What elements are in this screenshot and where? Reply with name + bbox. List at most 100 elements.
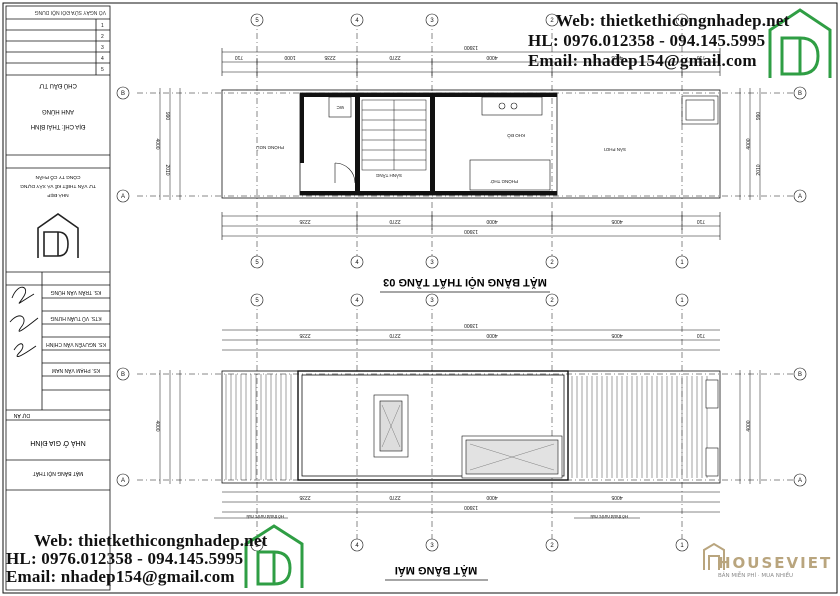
owner-address: ĐỊA CHỈ: THÁI BÌNH (31, 123, 86, 130)
svg-text:2: 2 (550, 18, 554, 24)
svg-text:3: 3 (430, 18, 434, 24)
top-plan-dims: 13900 710 1000 2235 2270 4000 4005 710 1… (154, 44, 762, 234)
svg-text:1000: 1000 (284, 54, 295, 60)
houseviet-brand: HOUSEVIET BẢN MIỄN PHÍ · MUA NHIỀU (682, 550, 832, 590)
svg-text:710: 710 (697, 218, 706, 224)
svg-text:A: A (798, 478, 802, 484)
svg-text:B: B (121, 91, 125, 97)
svg-text:990: 990 (164, 112, 170, 121)
top-plan: 13900 710 1000 2235 2270 4000 4005 710 1… (116, 13, 807, 293)
bottom-plan-title: MẶT BẰNG MÁI (395, 564, 478, 577)
svg-text:SẢNH TẦNG: SẢNH TẦNG (375, 173, 402, 179)
svg-text:2235: 2235 (324, 54, 335, 60)
room-labels-top: WC PHÒNG NGỦ SẢNH TẦNG KHO ĐỒ PHÒNG THỜ … (256, 105, 626, 185)
svg-text:B: B (121, 372, 125, 378)
watermark-web: Web: thietkethicongnhadep.net (556, 11, 790, 30)
svg-text:4000: 4000 (486, 332, 497, 338)
svg-text:A: A (121, 194, 125, 200)
svg-text:4005: 4005 (611, 332, 622, 338)
svg-text:2010: 2010 (756, 164, 762, 175)
svg-text:1: 1 (680, 260, 684, 266)
svg-text:A: A (798, 194, 802, 200)
svg-text:5: 5 (255, 298, 259, 304)
svg-text:PHÒNG NGỦ: PHÒNG NGỦ (256, 145, 284, 151)
svg-text:4: 4 (355, 260, 359, 266)
svg-text:4: 4 (355, 298, 359, 304)
bottom-plan: 13900 2235 2270 4000 4005 710 13900 2235… (116, 293, 807, 581)
furniture-top (328, 95, 719, 191)
svg-text:5: 5 (255, 18, 259, 24)
svg-text:2270: 2270 (389, 332, 400, 338)
svg-text:4: 4 (355, 18, 359, 24)
project-label: DỰ ÁN (13, 412, 30, 419)
company-line-2: TƯ VẤN THIẾT KẾ VÀ XÂY DỰNG (20, 183, 96, 190)
svg-text:B: B (798, 372, 802, 378)
svg-text:2: 2 (550, 543, 554, 549)
svg-text:5: 5 (101, 67, 104, 73)
svg-text:2270: 2270 (389, 54, 400, 60)
svg-text:KS. TRẦN VĂN HÙNG: KS. TRẦN VĂN HÙNG (51, 289, 102, 296)
svg-text:B: B (798, 91, 802, 97)
svg-text:2010: 2010 (164, 164, 170, 175)
company-logo-icon (37, 213, 79, 258)
svg-text:Hố thoát nước mái: Hố thoát nước mái (591, 514, 628, 519)
svg-text:2235: 2235 (299, 494, 310, 500)
axis-labels-top: 5 4 3 2 1 5 4 3 2 1 B A B A (121, 18, 802, 266)
svg-text:3: 3 (101, 45, 104, 51)
svg-text:710: 710 (235, 54, 244, 60)
brand-tagline: BẢN MIỄN PHÍ · MUA NHIỀU (718, 573, 794, 579)
house-logo-icon-bottom (244, 524, 304, 588)
roof-hatching (225, 374, 708, 480)
svg-text:4000: 4000 (154, 138, 160, 149)
watermark-web-bottom: Web: thietkethicongnhadep.net (34, 531, 268, 550)
svg-text:2: 2 (550, 298, 554, 304)
svg-text:4: 4 (355, 543, 359, 549)
svg-text:KHO ĐỒ: KHO ĐỒ (507, 133, 525, 139)
svg-text:PHÒNG THỜ: PHÒNG THỜ (490, 179, 518, 185)
svg-text:Hố thoát nước mái: Hố thoát nước mái (247, 514, 284, 519)
svg-text:5: 5 (255, 260, 259, 266)
drain-notes: Hố thoát nước mái Hố thoát nước mái (247, 514, 628, 519)
company-line-3: NHÀ ĐẸP (47, 192, 68, 199)
svg-text:710: 710 (697, 54, 706, 60)
owner-label: CHỦ ĐẦU TƯ (39, 82, 77, 89)
svg-text:A: A (121, 478, 125, 484)
svg-text:4000: 4000 (486, 54, 497, 60)
svg-text:13900: 13900 (464, 44, 478, 50)
svg-text:2: 2 (550, 260, 554, 266)
svg-text:2235: 2235 (299, 218, 310, 224)
svg-text:2270: 2270 (389, 494, 400, 500)
svg-text:2235: 2235 (299, 332, 310, 338)
svg-text:4000: 4000 (486, 494, 497, 500)
stair-top (361, 99, 427, 171)
svg-text:2: 2 (101, 34, 104, 40)
watermark-email: Email: nhadep154@gmail.com (528, 51, 757, 70)
owner-name: ANH HÙNG (42, 108, 74, 115)
svg-text:4000: 4000 (486, 218, 497, 224)
axis-bubbles-top (116, 13, 807, 269)
svg-text:4000: 4000 (154, 420, 160, 431)
watermark-phone-bottom: HL: 0976.012358 - 094.145.5995 (6, 549, 244, 568)
svg-text:1: 1 (101, 23, 104, 29)
company-line-1: CÔNG TY CỔ PHẦN (35, 174, 80, 181)
svg-text:2270: 2270 (389, 218, 400, 224)
svg-text:3: 3 (430, 298, 434, 304)
svg-text:4005: 4005 (611, 54, 622, 60)
watermark-email-bottom: Email: nhadep154@gmail.com (6, 567, 235, 586)
svg-text:5: 5 (255, 543, 259, 549)
svg-text:3: 3 (430, 260, 434, 266)
svg-text:KS. PHẠM VĂN NAM: KS. PHẠM VĂN NAM (52, 367, 100, 374)
house-logo-icon (768, 8, 832, 78)
top-plan-title: MẶT BẰNG NỘI THẤT TẦNG 03 (383, 276, 547, 289)
staff-list: KS. TRẦN VĂN HÙNG KTS. VŨ TUẤN HƯNG KS. … (46, 289, 106, 374)
watermark-top: Web: thietkethicongnhadep.net HL: 0976.0… (528, 12, 789, 69)
svg-text:1: 1 (680, 18, 684, 24)
svg-text:KTS. VŨ TUẤN HƯNG: KTS. VŨ TUẤN HƯNG (50, 315, 101, 322)
svg-text:4005: 4005 (611, 218, 622, 224)
roof-features (373, 394, 563, 479)
project-name: NHÀ Ở GIA ĐÌNH (30, 439, 85, 448)
svg-text:4: 4 (101, 56, 104, 62)
svg-text:KS. NGUYỄN VĂN CHÍNH: KS. NGUYỄN VĂN CHÍNH (46, 341, 106, 348)
svg-text:990: 990 (756, 112, 762, 121)
